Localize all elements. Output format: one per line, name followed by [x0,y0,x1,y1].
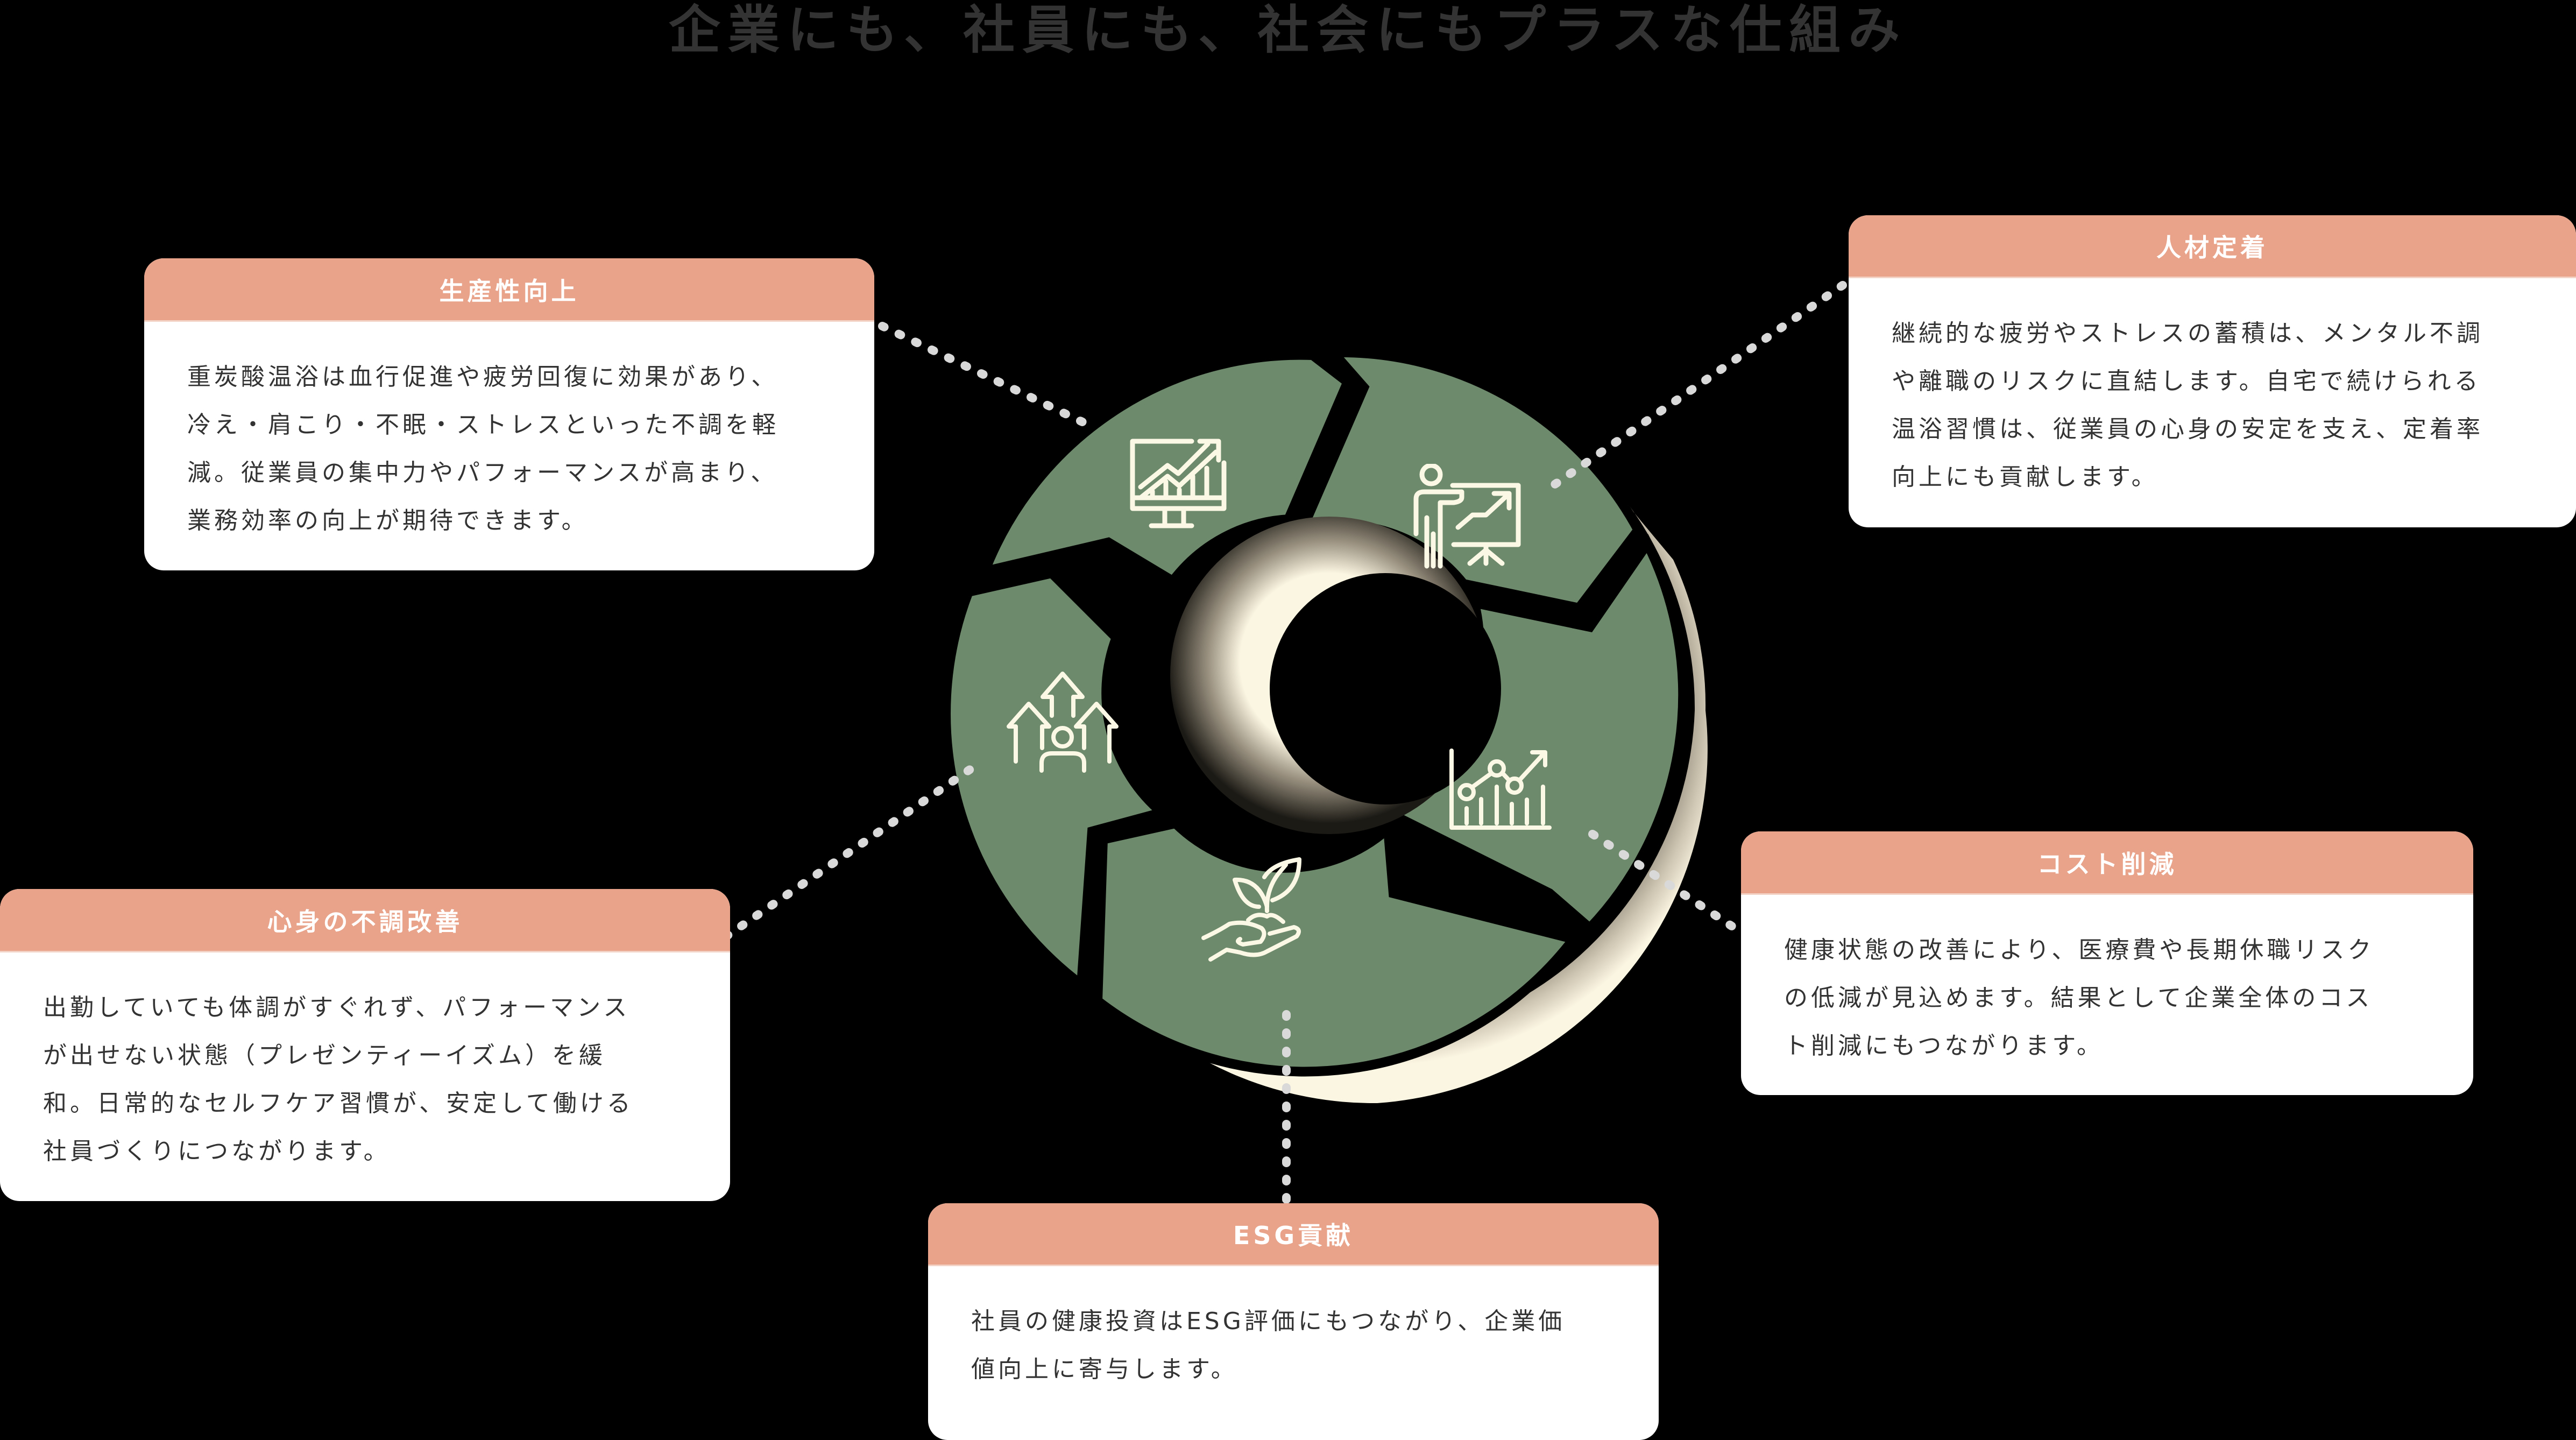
presenter-board-icon [1413,464,1521,569]
card-esg-title: ESG貢献 [928,1203,1659,1266]
card-cost-title: コスト削減 [1741,831,2473,895]
ring-hole [1270,573,1501,804]
connector-cost [1588,830,1747,938]
card-productivity: 生産性向上 重炭酸温浴は血行促進や疲労回復に効果があり、 冷え・肩こり・不眠・ス… [144,258,874,570]
segment-esg [1092,818,1582,1077]
card-cost: コスト削減 健康状態の改善により、医療費や長期休職リスク の低減が見込めます。結… [1741,831,2473,1095]
card-retention-body: 継続的な疲労やストレスの蓄積は、メンタル不調 や離職のリスクに直結します。自宅で… [1892,320,2483,491]
card-productivity-title: 生産性向上 [144,258,874,322]
card-cost-body: 健康状態の改善により、医療費や長期休職リスク の低減が見込めます。結果として企業… [1784,936,2375,1060]
card-esg: ESG貢献 社員の健康投資はESG評価にもつながり、企業価 値向上に寄与します。 [928,1203,1659,1440]
line-bar-chart-icon [1449,749,1552,830]
monitor-growth-chart-icon [1130,439,1227,528]
card-wellbeing-title: 心身の不調改善 [0,889,730,952]
connector-wellbeing [722,763,978,941]
card-retention-title: 人材定着 [1849,215,2576,278]
hand-sprout-icon [1201,857,1301,962]
card-wellbeing-body: 出勤していても体調がすぐれず、パフォーマンス が出せない状態（プレゼンティーイズ… [43,994,634,1165]
connector-retention [1551,281,1847,489]
card-productivity-body: 重炭酸温浴は血行促進や疲労回復に効果があり、 冷え・肩こり・不眠・ストレスといっ… [187,363,779,534]
person-arrows-up-icon [1007,672,1119,773]
card-wellbeing: 心身の不調改善 出勤していても体調がすぐれず、パフォーマンス が出せない状態（プ… [0,889,730,1201]
connectors [722,281,1847,1209]
ring-segments [941,347,1688,1077]
card-esg-body: 社員の健康投資はESG評価にもつながり、企業価 値向上に寄与します。 [971,1308,1566,1383]
segment-wellbeing [941,568,1173,994]
page-title: 企業にも、社員にも、社会にもプラスな仕組み [668,0,1908,60]
card-retention: 人材定着 継続的な疲労やストレスの蓄積は、メンタル不調 や離職のリスクに直結しま… [1849,215,2576,527]
connector-productivity [878,322,1091,428]
